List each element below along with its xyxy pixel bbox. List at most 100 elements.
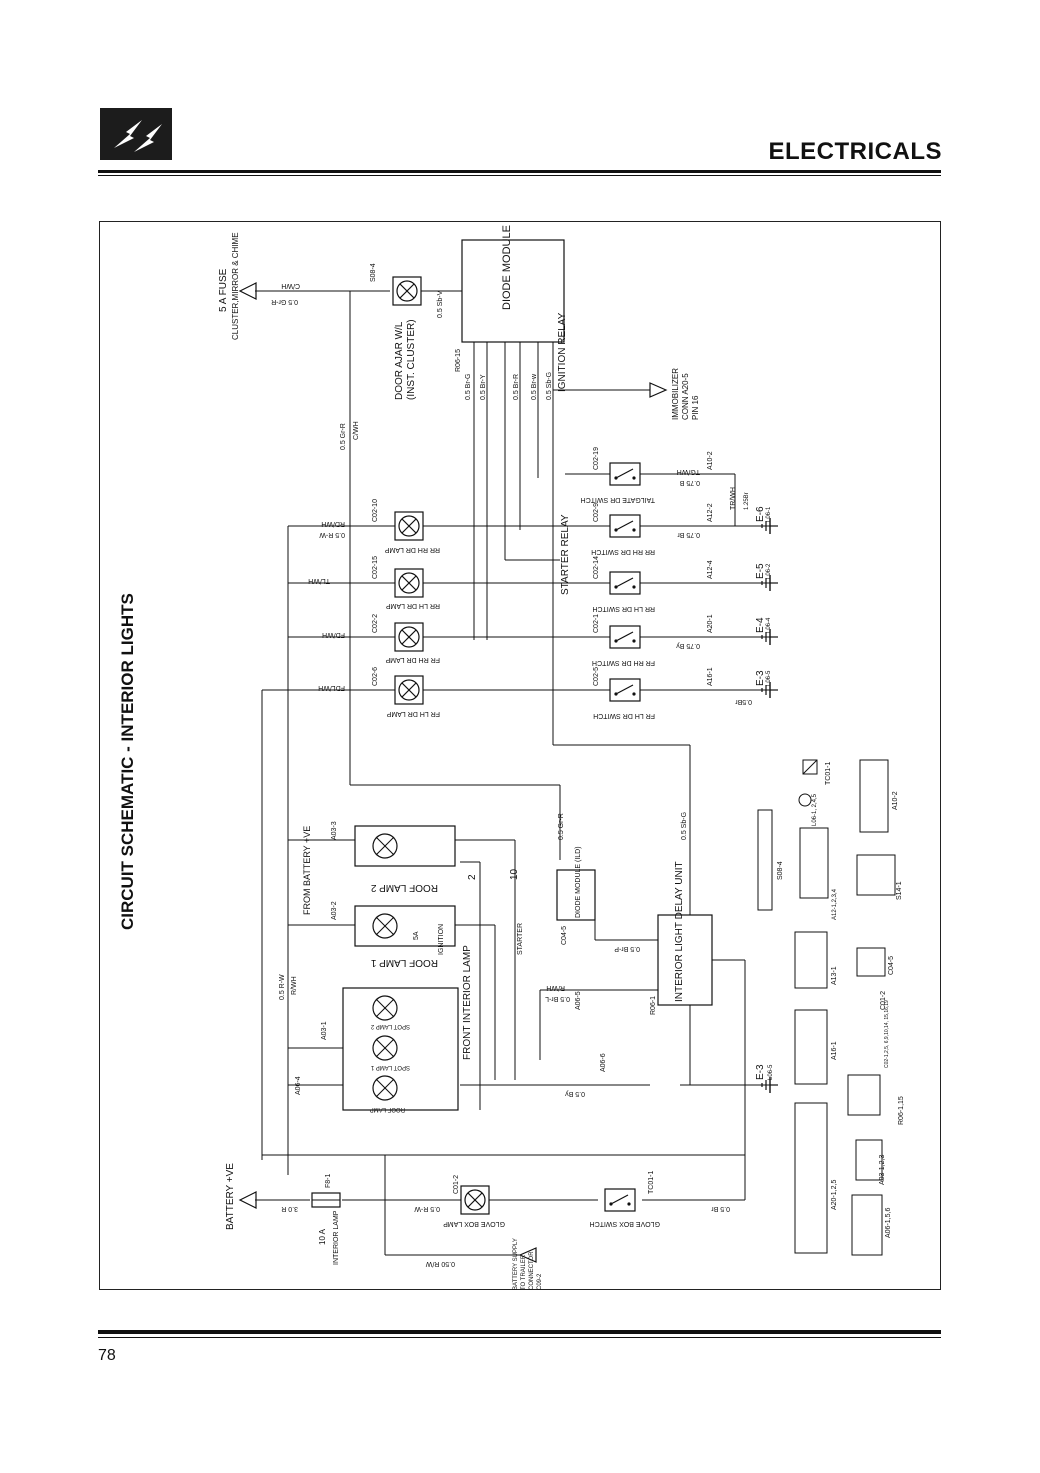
label-trailer1: BATTERY SUPPLY [513, 1238, 519, 1290]
rr-rh-dr-switch [609, 514, 641, 538]
label-c02-5: C02-5 [593, 667, 600, 686]
label-c02-14: C02-14 [593, 556, 600, 579]
delay-unit-box [657, 914, 713, 1006]
label-rdwh: RD/WH [321, 520, 345, 527]
label-delay-unit: INTERIOR LIGHT DELAY UNIT [674, 861, 685, 1002]
label-conn-s08: S08-4 [777, 861, 784, 880]
label-trwh: TR/WH [730, 487, 737, 510]
label-br075: 0.75 Br [677, 531, 700, 538]
label-gnd-wire: 0.5Br [735, 698, 752, 705]
tailgate-switch [609, 462, 641, 486]
label-5a: 5A [413, 931, 420, 940]
label-rwh: R/WH [546, 984, 565, 991]
diode-module-box [461, 239, 565, 343]
fr-lh-dr-lamp [394, 675, 424, 705]
label-from-battery: FROM BATTERY +VE [302, 826, 312, 915]
label-c04-5: C04-5 [561, 926, 568, 945]
label-e3b: E-3 [755, 1064, 766, 1080]
electrical-logo [100, 108, 172, 160]
label-roof2: ROOF LAMP 2 [371, 882, 438, 893]
label-tgwh: TG/WH [677, 468, 700, 475]
label-fuse5: 5 A FUSE [218, 268, 229, 312]
label-immob3: PIN 16 [691, 395, 700, 420]
footer-rule [98, 1330, 941, 1334]
label-conn-a03: A03-1,2,3 [879, 1155, 886, 1185]
label-interior-lamp-fuse: INTERIOR LAMP [333, 1210, 340, 1265]
label-cluster: CLUSTER,MIRROR & CHIME [231, 232, 240, 340]
label-c02-6: C02-6 [372, 667, 379, 686]
label-immob1: IMMOBILIZER [671, 368, 680, 420]
label-bw: 0.5 Br-w [531, 373, 538, 400]
label-fr-rh-lamp: FR RH DR LAMP [385, 656, 440, 663]
label-glovebox-lamp: GLOVE BOX LAMP [443, 1220, 505, 1227]
door-ajar-lamp [392, 276, 422, 306]
label-a12-2: A12-2 [707, 503, 714, 522]
label-conn-c01: C01-2 [880, 991, 887, 1010]
lightning-icon [114, 120, 162, 152]
label-rr-rh-lamp: RR RH DR LAMP [384, 546, 440, 553]
label-r06: R06-15 [455, 349, 462, 372]
label-wire-top: 0.5 Gr-R [271, 298, 298, 305]
roof-lamp-2-box [354, 825, 456, 867]
label-cwh-top: C/WH [281, 282, 300, 289]
label-conn-r06: R06-1,15 [898, 1096, 905, 1125]
page-number: 78 [98, 1347, 116, 1364]
label-c02-15: C02-15 [372, 556, 379, 579]
rr-rh-dr-lamp [394, 511, 424, 541]
glove-box-switch [604, 1188, 636, 1212]
label-a03-3: A03-3 [331, 821, 338, 840]
label-fdwh: FD/WH [322, 631, 345, 638]
label-a16-1: A16-1 [707, 667, 714, 686]
label-e3s: L06-5 [766, 670, 772, 686]
label-fr-rh-switch: FR RH DR SWITCH [592, 659, 655, 666]
label-05rw-bot: 0.5 R-W [414, 1205, 440, 1212]
label-brp: 0.5 Br-P [614, 945, 640, 952]
label-conn-a06: A06-1,5,6 [885, 1208, 892, 1238]
label-05b-bot: 0.5 Br [711, 1205, 730, 1212]
label-a12-4: A12-4 [707, 560, 714, 579]
label-rr-lh-switch: RR LH DR SWITCH [592, 605, 655, 612]
label-c01-2: C01-2 [453, 1175, 460, 1194]
label-r06-1: R06-1 [650, 996, 657, 1015]
label-conn-a20: A20-1,2,5 [831, 1180, 838, 1210]
label-c02-19: C02-19 [593, 447, 600, 470]
label-10a: 10 A [318, 1228, 327, 1245]
label-door-ajar: DOOR AJAR W/L [394, 321, 405, 400]
label-grr05: 0.5 Gr-R [558, 813, 565, 840]
diagram-title: CIRCUIT SCHEMATIC - INTERIOR LIGHTS [118, 593, 137, 930]
label-bg: 0.5 Br-G [465, 374, 472, 400]
label-e6s: L06-1 [766, 506, 772, 522]
glove-box-lamp [460, 1185, 490, 1215]
label-spot2: SPOT LAMP 2 [370, 1023, 410, 1029]
label-f8-1: F8-1 [325, 1174, 332, 1189]
header-rule-thin [98, 175, 941, 176]
label-sbv: 0.5 Sb-V [437, 290, 444, 318]
footer-rule-thin [98, 1337, 941, 1338]
label-diode-ild: DIODE MODULE (ILD) [575, 846, 582, 918]
label-c02-2: C02-2 [372, 614, 379, 633]
label-rooflamp: ROOF LAMP [370, 1106, 405, 1112]
label-immob2: CONN A20-5 [681, 373, 690, 420]
label-n2: 2 [467, 874, 478, 880]
label-e4: E-4 [755, 617, 766, 633]
label-e5: E-5 [755, 563, 766, 579]
label-fdlwh: FDL/WH [318, 684, 345, 691]
label-by05: 0.5 By [565, 1090, 585, 1097]
label-conn-s14: S14-1 [896, 881, 903, 900]
section-title: ELECTRICALS [768, 138, 942, 165]
label-inst-cluster: (INST. CLUSTER) [406, 319, 417, 400]
label-ignition-relay: IGNITION RELAY [557, 312, 568, 392]
label-a03-1: A03-1 [321, 1021, 328, 1040]
label-tc01-1: TC01-1 [648, 1171, 655, 1194]
label-c02-1: C02-1 [593, 614, 600, 633]
diagram-frame [99, 221, 941, 1290]
label-rr-rh-switch: RR RH DR SWITCH [591, 548, 655, 555]
rr-lh-dr-lamp [394, 568, 424, 598]
label-rw05: 0.5 R-W [279, 974, 286, 1000]
diode-ild-box [556, 869, 596, 921]
label-spot1: SPOT LAMP 1 [370, 1064, 410, 1070]
label-a06-6: A06-6 [600, 1053, 607, 1072]
label-e4s: L06-4 [766, 617, 772, 633]
label-conn-l06: L06-1, 2,4,5 [812, 793, 818, 826]
